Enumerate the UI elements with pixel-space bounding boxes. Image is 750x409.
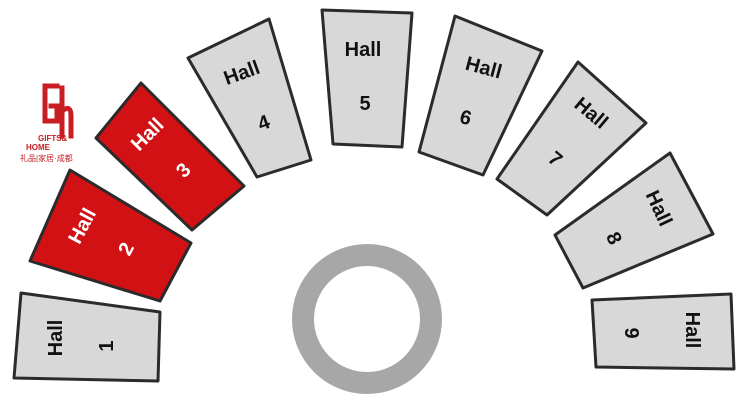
hall-8-shape[interactable] [553, 151, 715, 290]
logo-line2: HOME [26, 143, 51, 152]
hall-9[interactable]: Hall 9 [590, 292, 736, 371]
hall-9-shape[interactable] [590, 292, 736, 371]
hall-6-number: 6 [457, 106, 473, 130]
hall-8[interactable]: Hall 8 [553, 151, 715, 290]
hall-3-shape[interactable] [94, 81, 246, 232]
hall-9-number: 9 [620, 327, 642, 338]
hall-1-number: 1 [96, 340, 118, 351]
hall-3[interactable]: Hall 3 [94, 81, 246, 232]
logo-mark-icon [42, 83, 74, 139]
hall-5-label: Hall [345, 39, 382, 61]
logo-line1: GIFTS& [38, 134, 68, 143]
hall-4[interactable]: Hall 4 [186, 17, 313, 179]
hall-1-shape[interactable] [12, 291, 162, 383]
hall-5[interactable]: Hall 5 [320, 8, 414, 149]
hall-4-shape[interactable] [186, 17, 313, 179]
hall-6-shape[interactable] [417, 14, 544, 177]
hall-5-number: 5 [359, 93, 370, 115]
logo-tagline: 礼品|家居·成都 [20, 153, 73, 163]
ring-icon [292, 244, 442, 394]
hall-5-shape[interactable] [320, 8, 414, 149]
hall-1-label: Hall [45, 320, 67, 357]
hall-1[interactable]: Hall 1 [12, 291, 162, 383]
hall-2-shape[interactable] [28, 168, 193, 303]
hall-7-shape[interactable] [495, 60, 648, 217]
hall-2[interactable]: Hall 2 [28, 168, 193, 303]
hall-6[interactable]: Hall 6 [417, 14, 544, 177]
hall-9-label: Hall [681, 312, 703, 349]
hall-7[interactable]: Hall 7 [495, 60, 648, 217]
logo: GIFTS& HOME 礼品|家居·成都 [20, 83, 74, 163]
